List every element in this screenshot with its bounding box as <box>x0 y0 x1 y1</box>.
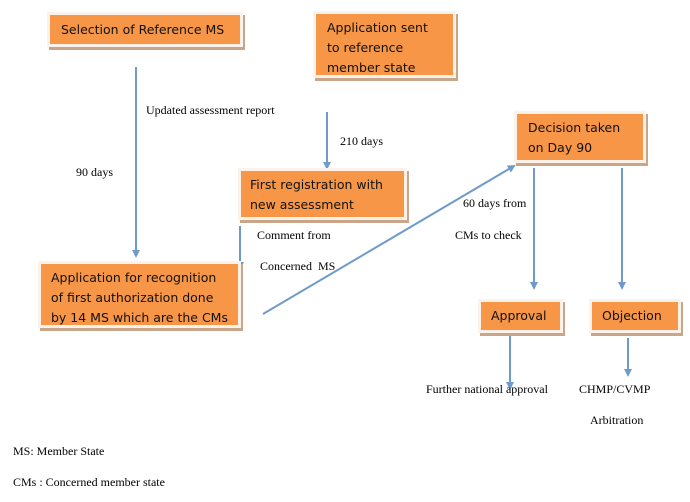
node-first-registration: First registration with new assessment r… <box>238 168 407 220</box>
label-concerned-ms: Concerned MS <box>260 259 336 273</box>
node-selection-reference-ms: Selection of Reference MS <box>47 12 243 47</box>
node-label: Approval <box>491 308 547 323</box>
label-90-days: 90 days <box>76 165 113 179</box>
node-application-recognition: Application for recognition of first aut… <box>38 261 241 328</box>
label-comment-from: Comment from <box>257 228 331 242</box>
label-arbitration: Arbitration <box>590 413 644 427</box>
node-approval: Approval <box>478 299 563 333</box>
node-label: First registration with new assessment r… <box>250 177 383 212</box>
label-updated-assessment: Updated assessment report <box>146 103 275 117</box>
label-cms-to-check: CMs to check <box>455 228 522 242</box>
node-label: Application for recognition of first aut… <box>51 270 228 325</box>
label-chmp-cvmp: CHMP/CVMP <box>579 382 651 396</box>
node-decision-day90: Decision taken on Day 90 <box>514 111 646 163</box>
legend-ms: MS: Member State <box>13 444 105 458</box>
label-further-national-approval: Further national approval <box>426 382 548 396</box>
node-label: Application sent to reference member sta… <box>327 20 428 75</box>
legend-cms: CMs : Concerned member state <box>13 475 165 489</box>
node-application-sent: Application sent to reference member sta… <box>313 11 456 78</box>
node-label: Objection <box>602 308 662 323</box>
label-60-days-from: 60 days from <box>463 196 527 210</box>
node-label: Decision taken on Day 90 <box>528 120 621 155</box>
node-label: Selection of Reference MS <box>61 22 225 37</box>
label-210-days: 210 days <box>340 134 383 148</box>
edge-recognition-to-decision <box>262 164 516 315</box>
node-objection: Objection <box>589 299 681 333</box>
